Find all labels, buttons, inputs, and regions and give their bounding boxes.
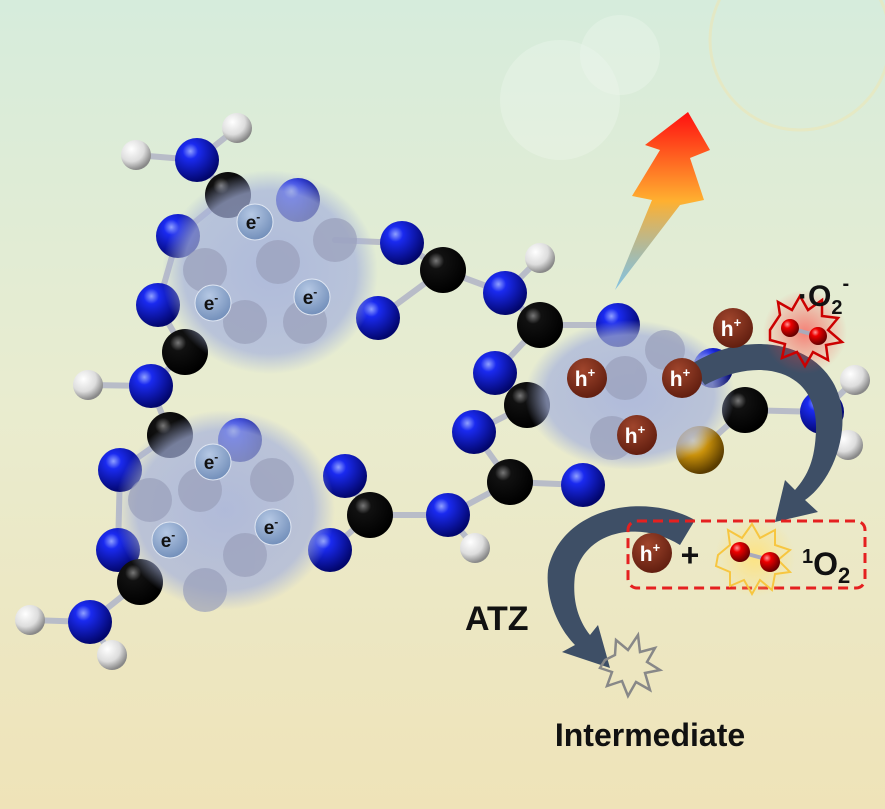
reaction-arrows <box>547 344 843 668</box>
electron: e- <box>254 508 292 546</box>
electron: e- <box>151 521 189 559</box>
svg-text:e-: e- <box>204 450 219 474</box>
light-bolt-icon <box>615 112 710 290</box>
electron: e- <box>194 284 232 322</box>
svg-text:h+: h+ <box>670 365 691 391</box>
svg-text:h+: h+ <box>625 422 646 448</box>
svg-text:e-: e- <box>264 515 279 539</box>
sun-glare <box>500 0 885 160</box>
svg-text:h+: h+ <box>575 365 596 391</box>
svg-text:e-: e- <box>246 210 261 234</box>
hole: h+ <box>632 533 672 573</box>
atz-label: ATZ <box>465 600 529 638</box>
singlet-oxygen-box: h+ + 1O2 <box>626 517 867 597</box>
svg-text:+: + <box>681 537 700 573</box>
arrow-to-singlet-oxygen <box>690 344 843 522</box>
svg-text:1O2: 1O2 <box>802 546 850 588</box>
hole: h+ <box>662 358 702 398</box>
hole: h+ <box>713 308 753 348</box>
electron: e- <box>194 443 232 481</box>
electron: e- <box>293 278 331 316</box>
hole: h+ <box>617 415 657 455</box>
svg-text:e-: e- <box>303 285 318 309</box>
svg-text:h+: h+ <box>640 540 661 566</box>
arrow-to-intermediate <box>547 506 695 668</box>
svg-text:h+: h+ <box>721 315 742 341</box>
intermediate-label: Intermediate <box>555 717 745 753</box>
intermediate-burst-icon <box>598 631 664 699</box>
holes: h+ h+ h+ h+ <box>567 308 753 455</box>
superoxide-radical: ·O2- <box>763 273 849 374</box>
svg-text:e-: e- <box>161 528 176 552</box>
electron: e- <box>236 203 274 241</box>
svg-text:·O2-: ·O2- <box>798 273 849 319</box>
electrons: e- e- e- e- e- e- <box>151 203 331 559</box>
hole: h+ <box>567 358 607 398</box>
svg-text:e-: e- <box>204 291 219 315</box>
